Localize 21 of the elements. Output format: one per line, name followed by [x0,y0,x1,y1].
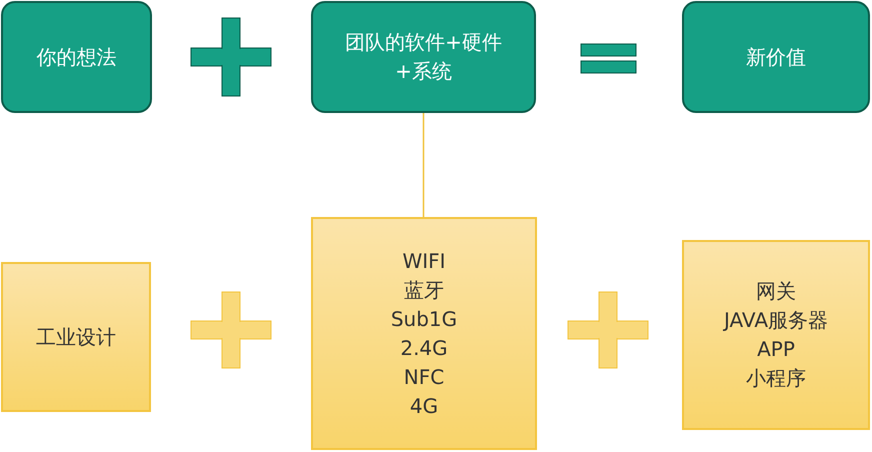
box-text: 4G [410,392,438,420]
box-text: WIFI [402,248,446,274]
box-text: 工业设计 [36,324,116,350]
box-text: Sub1G [390,306,458,332]
process-box [682,1,870,113]
feature-box [1,262,151,412]
process-box [1,1,152,113]
box-text: 蓝牙 [404,276,444,304]
box-text: 2.4G [400,334,448,362]
box-text: 新价值 [746,44,806,70]
box-text: 团队的软件+硬件+系统 [344,29,503,85]
box-text: 小程序 [746,365,806,392]
box-text: APP [757,336,795,363]
box-text: 你的想法 [36,44,116,70]
process-box [311,1,536,113]
box-text: JAVA服务器 [724,307,828,334]
feature-box [311,217,537,450]
feature-box [682,240,870,430]
connector-line [422,113,424,217]
box-text: 网关 [756,278,796,305]
box-text: NFC [404,364,444,390]
